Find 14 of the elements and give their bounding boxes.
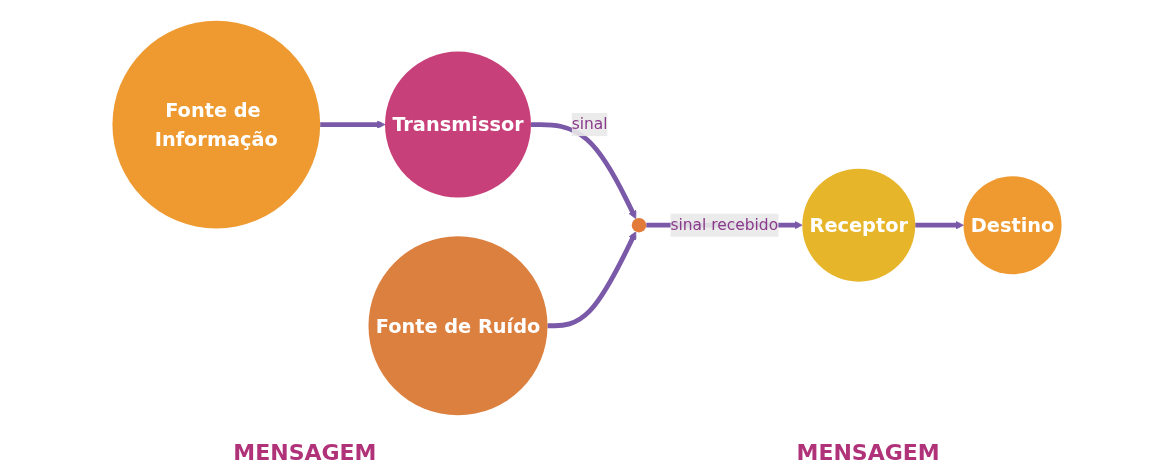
- arrow: [530, 122, 636, 220]
- section-label: MENSAGEM: [796, 440, 940, 465]
- node-circle: Fonte de Ruído: [367, 236, 547, 416]
- node-circle: Destino: [963, 176, 1062, 275]
- arrow: [319, 120, 385, 129]
- node-circle: Transmissor: [384, 51, 531, 198]
- edge-label: sinal recebido: [669, 215, 778, 234]
- section-label: MENSAGEM: [233, 440, 377, 465]
- node-circle: Fonte de Informação: [111, 20, 320, 229]
- node-circle: Receptor: [801, 168, 915, 282]
- arrow: [547, 231, 636, 329]
- node-circle: [631, 217, 646, 233]
- edge-label: sinal: [571, 114, 608, 134]
- arrow: [914, 220, 964, 230]
